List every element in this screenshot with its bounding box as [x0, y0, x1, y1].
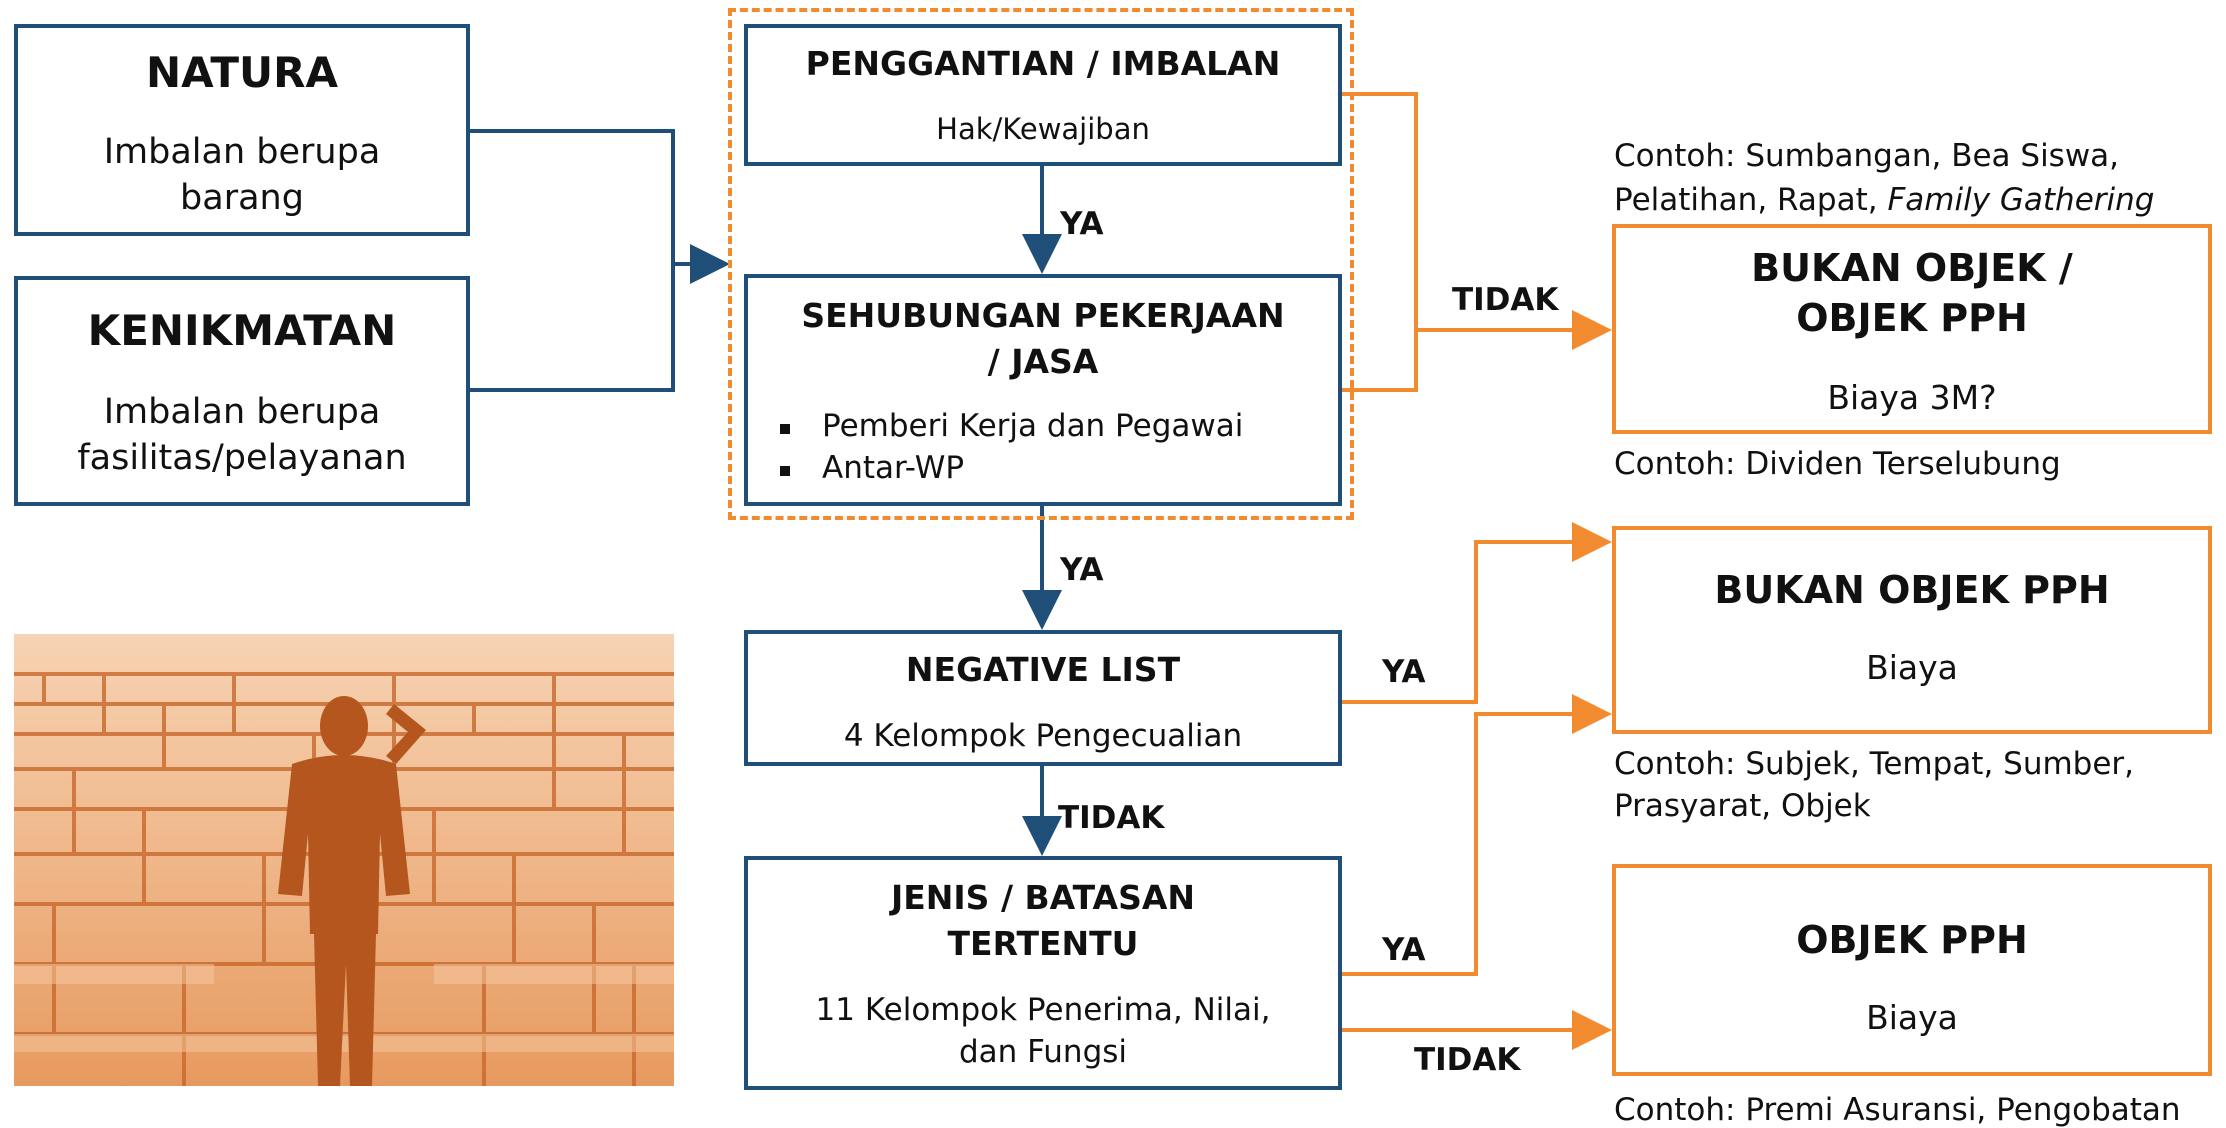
- kenikmatan-box: [14, 276, 470, 506]
- penggantian-title: PENGGANTIAN / IMBALAN: [805, 44, 1281, 83]
- jenis-title-line-2: TERTENTU: [947, 924, 1139, 963]
- negative-list-sub: 4 Kelompok Pengecualian: [843, 718, 1243, 754]
- example-dividen: Contoh: Dividen Terselubung: [1614, 446, 2061, 482]
- example-premi: Contoh: Premi Asuransi, Pengobatan: [1614, 1092, 2181, 1128]
- sehubungan-title-line-2: / JASA: [987, 342, 1099, 381]
- sehubungan-bullet-2: Antar-WP: [822, 450, 965, 486]
- example-top-line-1: Contoh: Sumbangan, Bea Siswa,: [1614, 138, 2120, 174]
- sehubungan-title-line-1: SEHUBUNGAN PEKERJAAN: [801, 296, 1285, 335]
- ya-negative-arrow: [1340, 522, 1612, 704]
- jenis-title-line-1: JENIS / BATASAN: [890, 878, 1196, 917]
- bukan-objek-atau-objek-pph-box: [1612, 224, 2212, 434]
- bullet-marker: [780, 424, 790, 434]
- bukan-objek-pph-sub: Biaya: [1866, 648, 1958, 687]
- objek-pph-title: OBJEK PPH: [1796, 918, 2028, 962]
- example-top-italic: Family Gathering: [1887, 182, 2155, 218]
- natura-title: NATURA: [146, 48, 338, 97]
- kenikmatan-desc-line-1: Imbalan berupa: [103, 392, 381, 432]
- ya-jenis-arrow: [1340, 694, 1612, 976]
- tidak-top-connector: [1340, 92, 1418, 392]
- natura-box: [14, 24, 470, 236]
- bullet-marker: [780, 466, 790, 476]
- bukan-objek-pph-box: [1612, 526, 2212, 734]
- penggantian-sehubungan-group: [728, 8, 1354, 520]
- natura-desc-line-1: Imbalan berupa: [103, 132, 381, 172]
- jenis-batasan-box: [744, 856, 1342, 1090]
- maze-image: [14, 634, 674, 1086]
- kenikmatan-connector: [468, 264, 675, 392]
- tidak-label-center: TIDAK: [1058, 800, 1165, 836]
- tidak-label-jenis: TIDAK: [1414, 1042, 1521, 1078]
- sehubungan-box: [744, 274, 1342, 506]
- negative-list-title: NEGATIVE LIST: [905, 650, 1181, 689]
- example-top-line-2: Pelatihan, Rapat, Family Gathering: [1614, 182, 2154, 218]
- penggantian-sub: Hak/Kewajiban: [936, 112, 1150, 146]
- objek-pph-box: [1612, 864, 2212, 1076]
- objek-pph-sub: Biaya: [1866, 998, 1958, 1037]
- ya-label-negative: YA: [1382, 654, 1426, 690]
- example-subjek-line-1: Contoh: Subjek, Tempat, Sumber,: [1614, 746, 2135, 782]
- bukan-objek-atau-sub: Biaya 3M?: [1827, 378, 1997, 417]
- bukan-objek-atau-title-line-2: OBJEK PPH: [1796, 296, 2028, 340]
- sehubungan-bullet-1: Pemberi Kerja dan Pegawai: [822, 408, 1244, 444]
- negative-list-box: [744, 630, 1342, 766]
- example-top-plain: Pelatihan, Rapat,: [1614, 182, 1888, 218]
- maze-illustration: [14, 634, 674, 1086]
- natura-connector: [468, 129, 675, 264]
- jenis-sub-line-1: 11 Kelompok Penerima, Nilai,: [815, 992, 1271, 1028]
- ya-label-jenis: YA: [1382, 932, 1426, 968]
- penggantian-box: [744, 24, 1342, 166]
- ya-label-1: YA: [1060, 206, 1104, 242]
- example-subjek-line-2: Prasyarat, Objek: [1614, 788, 1871, 824]
- tidak-label-top-right: TIDAK: [1452, 282, 1559, 318]
- jenis-sub-line-2: dan Fungsi: [958, 1034, 1128, 1070]
- natura-desc-line-2: barang: [180, 178, 304, 218]
- man-figure: [278, 696, 426, 1086]
- ya-label-2: YA: [1060, 552, 1104, 588]
- kenikmatan-title: KENIKMATAN: [87, 306, 397, 355]
- bukan-objek-pph-title: BUKAN OBJEK PPH: [1714, 568, 2110, 612]
- kenikmatan-desc-line-2: fasilitas/pelayanan: [77, 438, 407, 478]
- bukan-objek-atau-title-line-1: BUKAN OBJEK /: [1751, 246, 2073, 290]
